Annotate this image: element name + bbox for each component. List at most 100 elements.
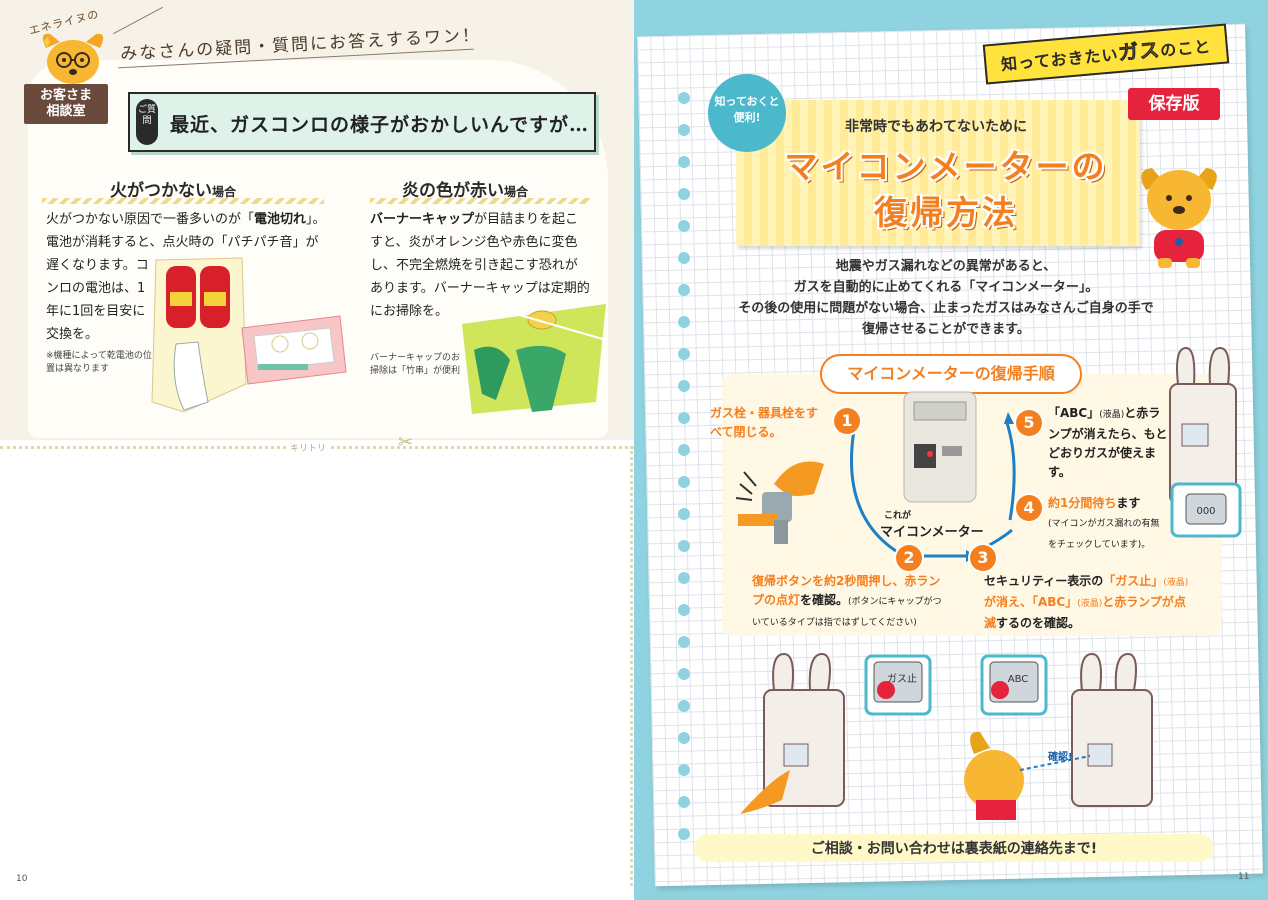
step3-small1: (液晶) [1163,578,1189,588]
binder-hole [678,444,690,456]
step-number-1: 1 [834,408,860,434]
steps-title: マイコンメーターの復帰手順 [820,354,1082,394]
binder-hole [678,316,690,328]
section2-title-main: 炎の色が赤い [402,181,504,201]
binder-hole [678,284,690,296]
intro-line: ガスを自動的に止めてくれる「マイコンメーター」。 [793,280,1099,295]
lcd-label-000: 000 [1196,506,1215,517]
section1-body-rest: 」。電池が消耗すると、点火時の「パチパチ音」が [46,212,326,250]
intro-line: 地震やガス漏れなどの異常があると、 [835,259,1057,274]
binder-hole [678,508,690,520]
binder-hole [678,796,690,808]
question-box [128,92,596,152]
footer-text: ご相談・お問い合わせは裏表紙の連絡先まで! [810,841,1098,857]
step2-small: (ボタンにキャップがついているタイプは指ではずしてください) [752,597,942,628]
step2-text: 復帰ボタンを約2秒間押し、赤ランプの点灯を確認。(ボタンにキャップがついているタ… [752,572,942,633]
step5-rest: と赤ランプが消えたら、もとどおりガスが使えます。 [1048,406,1168,479]
binder-hole [678,604,690,616]
step4-small: (マイコンがガス漏れの有無をチェックしています)。 [1048,519,1160,550]
section1-title: 火がつかない場合 [110,176,236,201]
mascot-dog-icon [42,33,104,84]
step3-text: セキュリティー表示の「ガス止」(液晶)が消え、「ABC」(液晶)と赤ランプが点滅… [984,572,1194,633]
section2-body-rest: が目詰まりを起こすと、炎がオレンジ色や赤色に変色し、不完全燃焼を引き起こす恐れが… [370,212,590,319]
step3-strong1: 「ガス止」 [1103,574,1164,588]
question-tag: ご質問 [136,99,158,145]
step3-pre: セキュリティー表示の [984,574,1104,588]
intro-line: その後の使用に問題がない場合、止まったガスはみなさんご自身の手で [738,301,1154,316]
meter-caption-main: マイコンメーター [880,525,984,540]
step5-text: 「ABC」(液晶)と赤ランプが消えたら、もとどおりガスが使えます。 [1048,404,1168,482]
binder-hole [678,764,690,776]
tip-badge-line2: 便利! [733,111,761,124]
title-line2: 復帰方法 [874,193,1018,232]
page-number-right: 11 [1238,872,1250,882]
section1-body-lead: 火がつかない原因で一番多いのが「 [46,212,255,227]
step-number-4: 4 [1016,495,1042,521]
stove-battery-illustration [151,257,347,413]
save-badge: 保存版 [1128,88,1220,120]
section2-title-suffix: 場合 [504,185,529,199]
step-number-2: 2 [896,545,922,571]
section1-note: ※機種によって乾電池の位置は異なります [46,351,152,374]
mascot-dog-icon [1141,168,1217,268]
binder-hole [678,540,690,552]
step2-rest: を確認。 [800,593,849,607]
confirm-label: 確認! [1048,750,1073,763]
section1-title-main: 火がつかない [110,181,212,201]
step-number-3: 3 [970,545,996,571]
binder-hole [678,828,690,840]
cut-line-vertical [630,446,633,886]
binder-hole [678,636,690,648]
section1-body-cont: 遅くなります。コンロの電池は、1年に1回を目安に交換を。 [46,258,149,342]
lcd-label-abc: ABC [1008,674,1029,685]
step4-strong: 約1分間待ち [1048,496,1117,510]
step5-pre: 「ABC」 [1048,406,1100,420]
binder-hole [678,572,690,584]
tip-badge-line1: 知っておくと [714,95,780,108]
consult-badge-line1: お客さま [39,88,92,103]
section1-title-suffix: 場合 [212,185,237,199]
gas-valve-hand-illustration [735,461,824,544]
meter-lamp-off-illustration: 000 [1169,346,1242,538]
section2-caption: バーナーキャップのお掃除は「竹串」が便利 [370,353,461,376]
section1-body-key: 電池切れ [254,212,307,227]
step-number-5: 5 [1016,410,1042,436]
meter-gas-stop-illustration: ガス止 [740,652,932,814]
step4-text: 約1分間待ちます (マイコンがガス漏れの有無をチェックしています)。 [1048,494,1160,555]
binder-hole [678,700,690,712]
binder-hole [678,412,690,424]
top-tag-b: ガス [1117,37,1162,65]
section1-wave [42,198,324,204]
burner-cleaning-illustration [462,304,607,414]
cut-label: キリトリ [286,441,331,454]
footer-bar [694,834,1214,862]
title-line1: マイコンメーターの [784,147,1108,186]
top-tag-a: 知っておきたい [1000,44,1120,75]
binder-hole [678,252,690,264]
tip-badge: 知っておくと 便利! [708,74,786,152]
question-text: 最近、ガスコンロの様子がおかしいんですが… [170,114,590,136]
binder-hole [678,732,690,744]
binder-hole [678,476,690,488]
lcd-label-gas-stop: ガス止 [887,673,917,685]
binder-hole [678,668,690,680]
title-subtitle: 非常時でもあわてないために [845,119,1027,135]
section2-wave [370,198,590,204]
binder-hole [678,220,690,232]
binder-hole [678,156,690,168]
step3-rest: するのを確認。 [996,616,1081,630]
consult-badge: お客さま 相談室 [24,84,108,124]
section2-body-key: バーナーキャップ [370,212,475,227]
step2-strong: 復帰ボタンを約2秒間押し、赤ランプの点灯 [752,574,941,607]
binder-hole [678,188,690,200]
section2-body: バーナーキャップが目詰まりを起こすと、炎がオレンジ色や赤色に変色し、不完全燃焼を… [370,208,590,323]
intro-line: 復帰させることができます。 [862,322,1030,337]
step3-strong2: が消え、「ABC」 [984,595,1078,609]
step4-rest: ます [1116,496,1141,510]
step1-text: ガス栓・器具栓をすべて閉じる。 [710,406,819,439]
meter-abc-blink-illustration: ABC 確認! [964,652,1153,820]
microcomputer-meter-illustration [903,391,977,503]
binder-hole [678,92,690,104]
binder-hole [678,124,690,136]
step3-small2: (液晶) [1077,599,1103,609]
